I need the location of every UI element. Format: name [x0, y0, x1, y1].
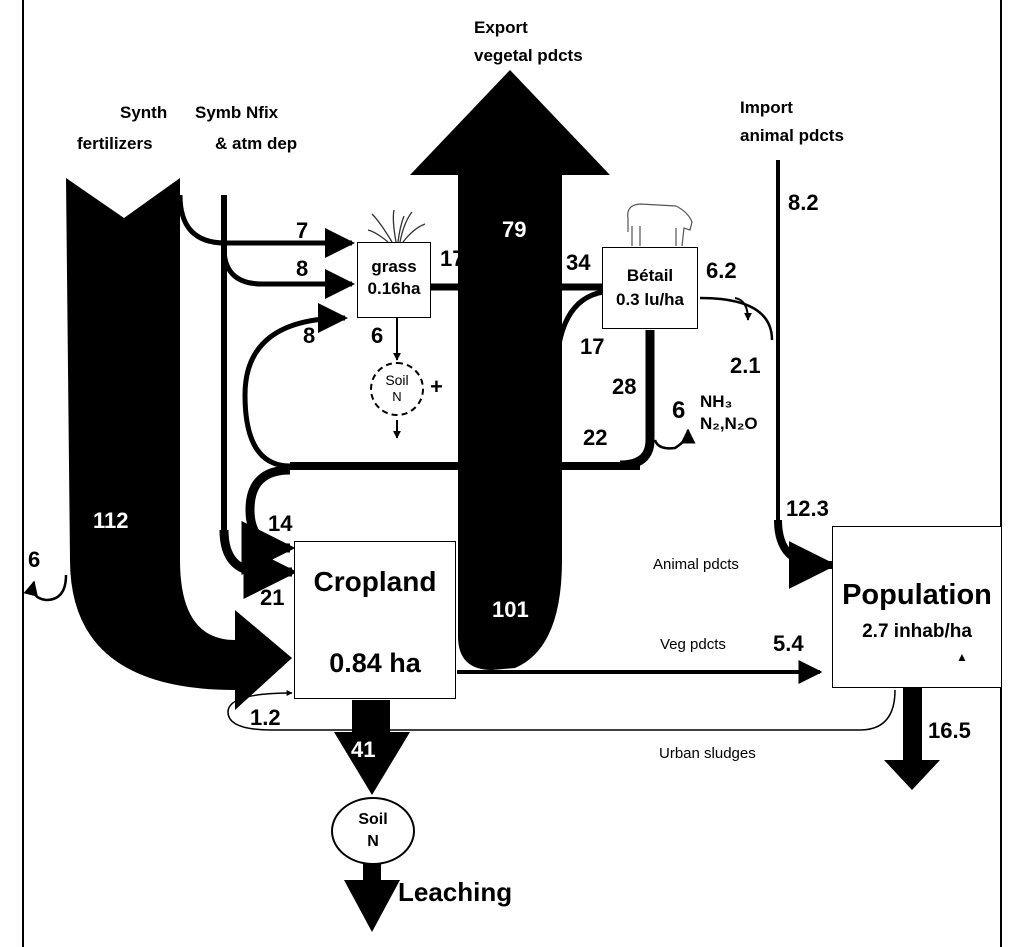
grass-node-name: grass [371, 257, 417, 276]
soil-bottom-label: Soil [358, 811, 388, 828]
synth-to-grass-arrow [177, 194, 355, 258]
population-node: Population 2.7 inhab/ha ▲ [832, 526, 1002, 688]
animal-pdcts-label: Animal pdcts [653, 556, 739, 573]
cropland-to-soil-arrow [334, 700, 410, 795]
flow-loop-to-grass: 8 [303, 323, 316, 348]
soil-bottom-n: N [367, 833, 379, 850]
export-label-2: vegetal pdcts [474, 46, 583, 65]
flow-synth-to-grass: 7 [296, 218, 309, 243]
betail-node: Bétail 0.3 lu/ha [602, 247, 698, 329]
soil-bottom-node: Soil N [331, 797, 415, 865]
animal-to-population-arrow [774, 519, 837, 589]
cow-icon [627, 203, 693, 247]
soil-small-n: N [392, 389, 402, 404]
veg-pdcts-label: Veg pdcts [660, 636, 726, 653]
import-label-2: animal pdcts [740, 126, 844, 145]
export-label-1: Export [474, 18, 528, 37]
grass-node-area: 0.16ha [367, 279, 421, 298]
urban-sludge-line [227, 689, 896, 731]
cropland-node: Cropland 0.84 ha [294, 541, 456, 699]
symb-label-2: & atm dep [215, 134, 298, 153]
population-node-density: 2.7 inhab/ha [862, 621, 972, 642]
flow-betail-to-loop: 17 [580, 334, 605, 359]
synth-label-2: fertilizers [77, 134, 153, 153]
import-label-1: Import [740, 98, 793, 117]
flow-loop-to-cropland: 14 [268, 511, 293, 536]
flow-grass-to-soil: 6 [371, 323, 384, 348]
betail-emission-arrow [653, 428, 696, 450]
betail-21-arrow [734, 297, 752, 321]
betail-loop-arc [553, 289, 604, 381]
flow-cropland-to-soil: 41 [351, 737, 376, 762]
synth-loss-loop [23, 574, 68, 602]
emission-nh3-label: NH₃ [700, 392, 733, 411]
loop-to-grass-arc [242, 303, 348, 469]
flow-export: 79 [502, 217, 527, 242]
flow-synth-loss: 6 [28, 547, 41, 572]
leaching-label: Leaching [398, 877, 513, 907]
population-node-name: Population [842, 579, 992, 611]
symb-to-grass-arrow [221, 247, 355, 299]
betail-node-units: 0.3 lu/ha [615, 290, 685, 309]
betail-node-name: Bétail [626, 266, 674, 285]
plus-sign: + [430, 374, 443, 399]
synth-label-1: Synth [120, 103, 168, 122]
flow-animal-to-population: 12.3 [786, 496, 829, 521]
population-marker-icon: ▲ [956, 650, 968, 664]
flow-grass-to-betail: 17 [440, 246, 465, 271]
synth-fertilizer-arrow [66, 178, 292, 710]
cropland-node-name: Cropland [313, 566, 437, 597]
flow-betail-emissions: 6 [672, 397, 686, 424]
flow-sludge: 1.2 [250, 705, 281, 730]
flow-loop-22: 22 [583, 425, 608, 450]
flow-betail-out: 6.2 [706, 258, 737, 283]
soil-small-node: Soil N [370, 362, 424, 416]
flow-population-out: 16.5 [928, 718, 971, 743]
flow-import: 8.2 [788, 190, 819, 215]
flow-betail-to-population-loss: 2.1 [730, 353, 761, 378]
flow-symb-to-cropland: 21 [260, 585, 285, 610]
emission-n2o-label: N₂,N₂O [700, 414, 758, 433]
symb-label-1: Symb Nfix [195, 103, 279, 122]
flow-cropland-to-export: 101 [492, 597, 529, 622]
soil-small-label: Soil [385, 372, 409, 388]
urban-sludges-label: Urban sludges [659, 745, 756, 762]
flow-to-betail: 34 [566, 250, 591, 275]
flow-betail-to-cropland: 28 [612, 374, 637, 399]
cropland-node-area: 0.84 ha [329, 648, 421, 678]
flow-symb-to-grass: 8 [296, 256, 309, 281]
grass-tuft-icon [367, 209, 426, 243]
flow-synth-to-cropland: 112 [93, 508, 129, 533]
leaching-arrow [344, 860, 400, 932]
population-out-arrow [884, 688, 940, 790]
betail-right-arc [699, 296, 774, 341]
loop-to-cropland-arc [241, 465, 296, 575]
export-arrow [410, 70, 610, 670]
flow-veg-to-population: 5.4 [773, 631, 804, 656]
grass-node: grass 0.16ha [357, 242, 431, 318]
